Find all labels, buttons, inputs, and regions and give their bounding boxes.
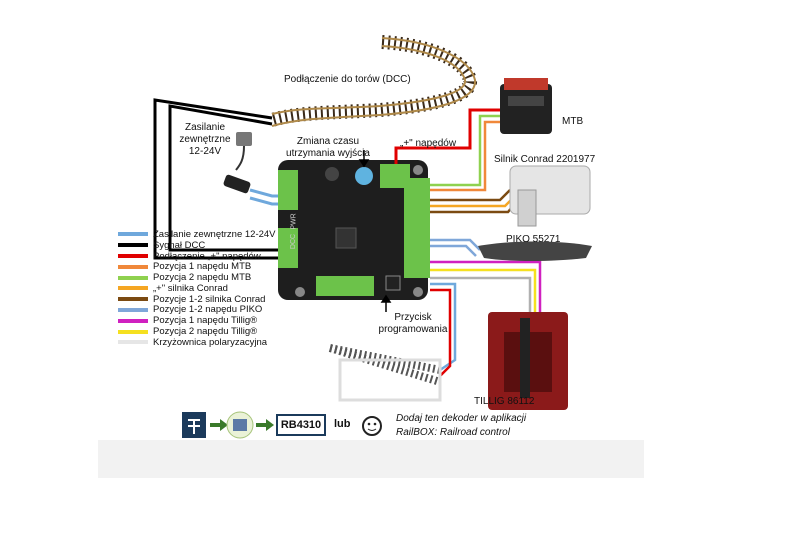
rb-code-box: RB4310 (276, 414, 326, 436)
conrad-label: Silnik Conrad 2201977 (494, 154, 596, 165)
legend: Zasilanie zewnętrzne 12-24V Sygnał DCC P… (118, 229, 276, 348)
bottom-band (98, 440, 644, 478)
board-pwr-label: PWR (290, 213, 298, 230)
legend-item: Pozycja 1 napędu Tillig® (118, 315, 276, 326)
legend-swatch (118, 286, 148, 291)
mtb-drive-icon (500, 78, 552, 134)
add-decoder-line1: Dodaj ten dekoder w aplikacji (396, 413, 527, 424)
add-decoder-line2: RailBOX: Railroad control (396, 427, 510, 438)
conrad-motor-icon (509, 165, 591, 227)
tillig-label: TILLIG 86112 (474, 396, 535, 407)
track-label: Podłączenie do torów (DCC) (284, 74, 411, 85)
power-adapter-icon (223, 132, 252, 194)
board-dcc-label: DCC (290, 233, 298, 250)
power-wires (249, 188, 278, 206)
legend-label: Pozycja 2 napędu Tillig® (153, 326, 258, 338)
hold-time-label: Zmiana czasu utrzymania wyjścia (286, 136, 370, 159)
piko-label: PIKO 55271 (506, 234, 561, 245)
legend-swatch (118, 340, 148, 345)
legend-swatch (118, 329, 148, 334)
legend-swatch (118, 318, 148, 323)
button-label: Przycisk programowania (378, 312, 448, 335)
legend-swatch (118, 264, 148, 269)
legend-label: Krzyżownica polaryzacyjna (153, 336, 268, 348)
tillig-drive-icon (488, 312, 568, 410)
legend-swatch (118, 275, 148, 280)
legend-item: Pozycja 2 napędu MTB (118, 272, 276, 283)
legend-item: Krzyżownica polaryzacyjna (118, 337, 276, 348)
output-wires (430, 114, 542, 377)
legend-item: Pozycja 1 napędu MTB (118, 261, 276, 272)
legend-item: Pozycje 1-2 napędu PIKO (118, 304, 276, 316)
piko-drive-icon (478, 241, 592, 261)
legend-label: Podłączenie „+" napędów (153, 250, 261, 262)
legend-swatch (118, 253, 148, 258)
legend-label: „+" silnika Conrad (153, 282, 228, 294)
legend-label: Sygnał DCC (153, 239, 206, 251)
power-label: Zasilanie zewnętrzne 12-24V (179, 122, 231, 157)
app-flow-icons (182, 411, 382, 439)
legend-item: Podłączenie „+" napędów (118, 251, 276, 262)
legend-swatch (118, 297, 148, 302)
decoder-board (278, 160, 430, 300)
legend-item: Sygnał DCC (118, 240, 276, 251)
legend-swatch (118, 307, 148, 312)
legend-item: Pozycje 1-2 silnika Conrad (118, 294, 276, 305)
legend-label: Pozycje 1-2 napędu PIKO (153, 304, 263, 316)
dcc-wires (153, 98, 278, 260)
plus-wire (394, 108, 500, 164)
legend-label: Pozycje 1-2 silnika Conrad (153, 293, 266, 305)
plus-label: „+" napędów (400, 138, 457, 149)
legend-item: Zasilanie zewnętrzne 12-24V (118, 229, 276, 240)
track-icon (270, 35, 477, 127)
legend-swatch (118, 243, 148, 248)
or-label: lub (334, 418, 351, 430)
arrows (358, 150, 392, 312)
legend-label: Pozycja 1 napędu Tillig® (153, 315, 258, 327)
legend-swatch (118, 232, 148, 237)
legend-label: Zasilanie zewnętrzne 12-24V (153, 228, 276, 240)
mtb-label: MTB (562, 116, 584, 127)
turnout-icon (328, 344, 442, 402)
legend-label: Pozycja 1 napędu MTB (153, 261, 252, 273)
legend-label: Pozycja 2 napędu MTB (153, 272, 252, 284)
legend-item: „+" silnika Conrad (118, 283, 276, 294)
legend-item: Pozycja 2 napędu Tillig® (118, 326, 276, 337)
